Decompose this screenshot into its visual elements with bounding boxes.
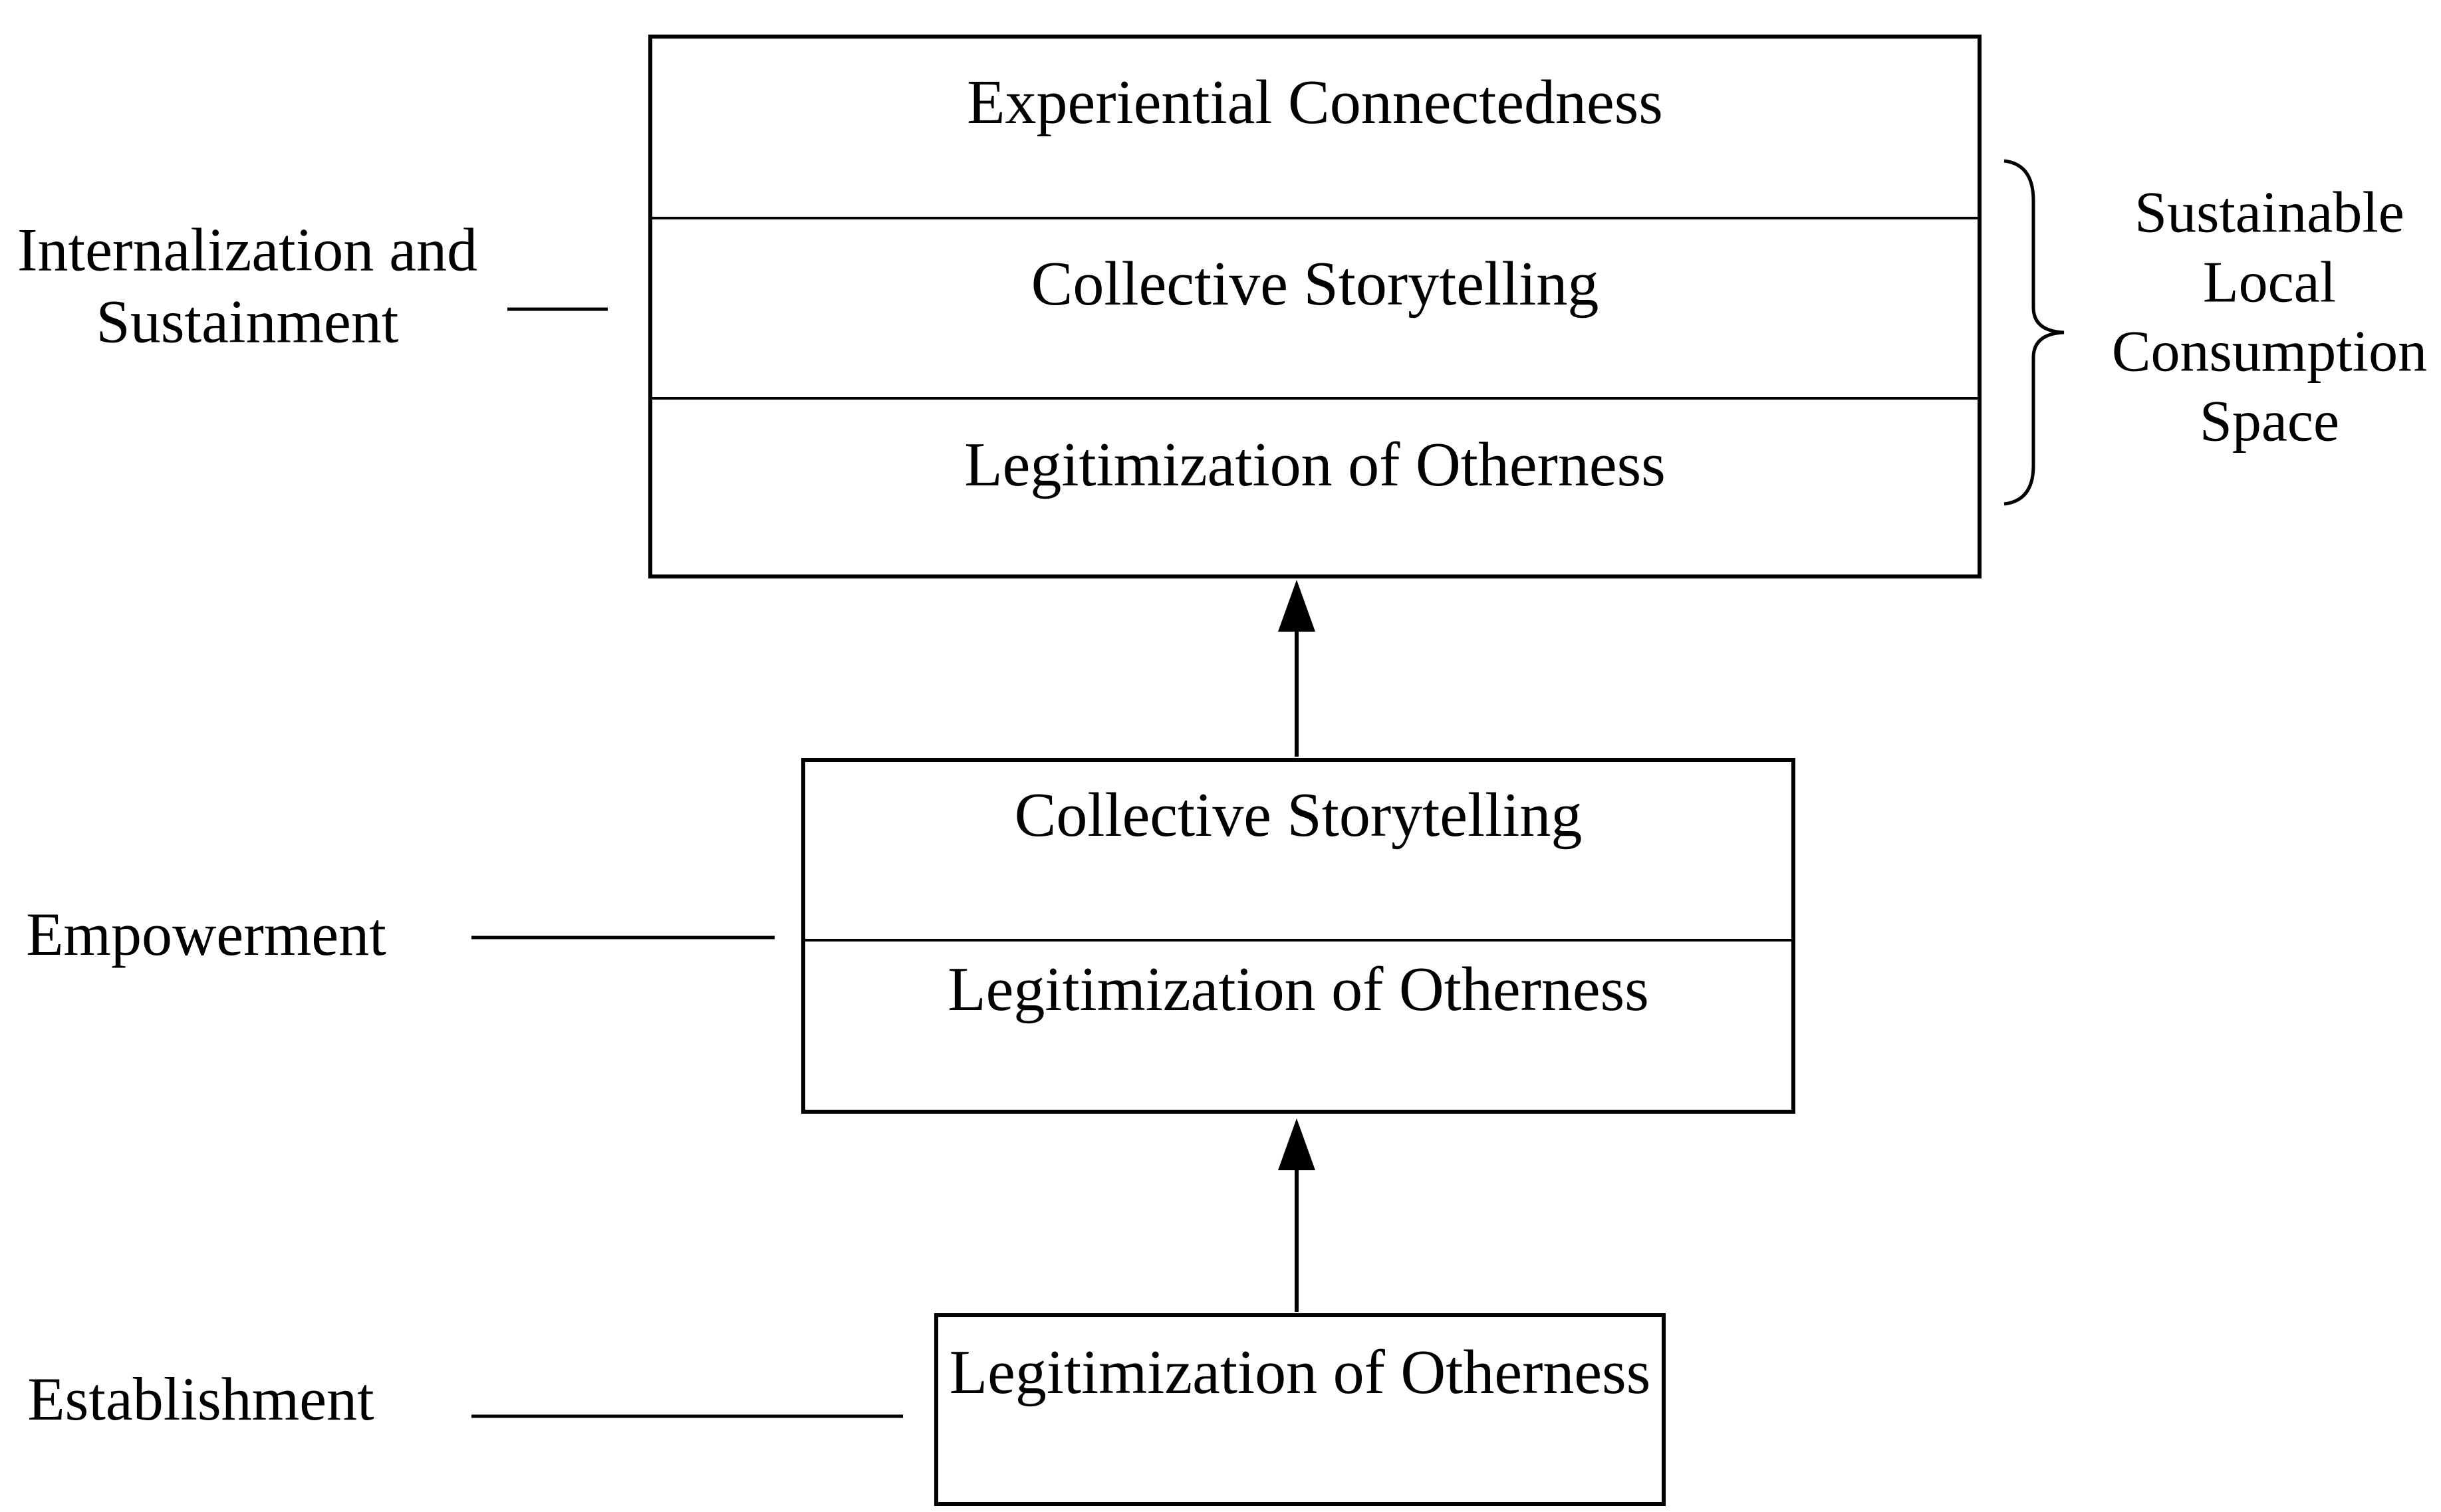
middle-box-row-collective-storytelling: Collective Storytelling [1014, 781, 1583, 850]
bracket-label-line: Consumption [2111, 320, 2428, 384]
bracket-label-line: Space [2199, 389, 2340, 454]
bracket-label-line: Local [2202, 250, 2337, 315]
top-box-divider-2 [652, 397, 1978, 400]
stage-label-line: Empowerment [26, 900, 386, 969]
box-internalization-sustainment: Experiential Connectedness Collective St… [648, 35, 1982, 578]
bracket-label-sustainable-local-consumption-space: Sustainable Local Consumption Space [2112, 179, 2427, 457]
top-box-row-collective-storytelling: Collective Storytelling [1031, 249, 1599, 318]
top-box-row-experiential-connectedness: Experiential Connectedness [967, 68, 1663, 137]
box-empowerment: Collective Storytelling Legitimization o… [801, 758, 1795, 1114]
stage-label-line: Sustainment [96, 287, 399, 355]
bracket-label-line: Sustainable [2134, 180, 2404, 245]
bottom-box-row-legitimization-of-otherness: Legitimization of Otherness [949, 1338, 1651, 1407]
stage-label-line: Establishment [27, 1365, 374, 1434]
middle-box-divider [805, 939, 1791, 942]
stage-label-line: Internalization and [17, 215, 478, 284]
box-establishment: Legitimization of Otherness [934, 1313, 1666, 1506]
flow-arrow-bottom-to-middle [1278, 1118, 1315, 1312]
flow-arrow-middle-to-top [1278, 580, 1315, 757]
stage-label-empowerment: Empowerment [26, 899, 386, 971]
stage-label-establishment: Establishment [27, 1364, 374, 1436]
curly-brace-icon [2003, 159, 2065, 506]
top-box-divider-1 [652, 217, 1978, 219]
top-box-row-legitimization-of-otherness: Legitimization of Otherness [964, 430, 1666, 499]
stage-label-internalization-sustainment: Internalization and Sustainment [17, 214, 477, 357]
middle-box-row-legitimization-of-otherness: Legitimization of Otherness [948, 955, 1649, 1024]
